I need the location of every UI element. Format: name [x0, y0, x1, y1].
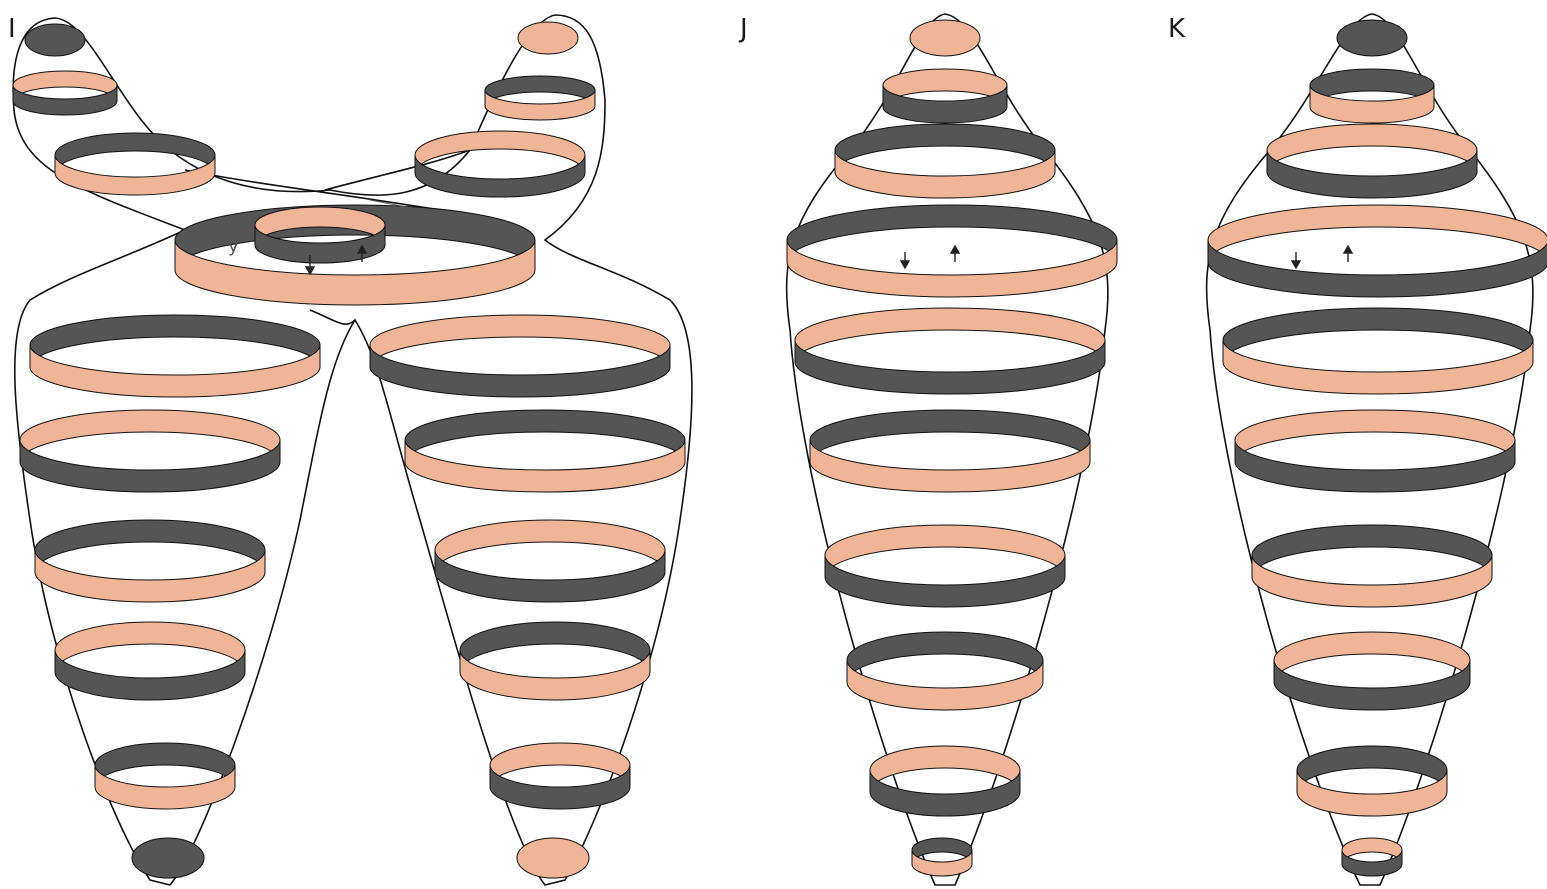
ribbon-band	[1208, 205, 1547, 297]
ribbon-band	[1310, 69, 1434, 123]
ribbon-band	[883, 69, 1007, 123]
ribbon-band	[847, 632, 1043, 710]
ribbon-band	[415, 131, 585, 197]
ribbon-band	[405, 410, 685, 492]
cap-disc	[517, 838, 589, 878]
panel-label-i: I	[8, 16, 16, 42]
ribbon-band	[1297, 746, 1447, 816]
cap-disc	[132, 838, 204, 878]
ribbon-band	[30, 315, 320, 397]
cap-disc	[25, 24, 85, 56]
crease-line	[310, 310, 355, 324]
ribbon-band	[35, 520, 265, 602]
ribbon-band	[1252, 525, 1492, 607]
ribbon-band	[1235, 410, 1515, 492]
panel-label-j: J	[740, 16, 748, 42]
ribbon-band	[1274, 632, 1470, 710]
ribbon-bands-layer	[13, 20, 1547, 878]
ribbon-band	[912, 838, 972, 876]
cap-disc	[1337, 20, 1407, 56]
ribbon-band	[95, 743, 235, 809]
ribbon-band	[835, 124, 1055, 198]
crease-line	[185, 170, 440, 210]
ribbon-band	[55, 622, 245, 700]
ribbon-band	[795, 308, 1105, 394]
ribbon-band	[20, 410, 280, 492]
ribbon-band	[13, 71, 117, 115]
ribbon-band	[1223, 308, 1533, 394]
cap-disc	[910, 20, 980, 56]
point-label-y: y	[228, 236, 239, 257]
ribbon-band	[370, 315, 670, 397]
ribbon-band	[485, 76, 595, 120]
ribbon-band	[435, 520, 665, 602]
ribbon-band	[810, 410, 1090, 492]
ribbon-band	[490, 743, 630, 809]
point-label-x: x	[436, 206, 447, 227]
ribbon-band	[1267, 124, 1477, 198]
panel-label-k: K	[1168, 16, 1185, 42]
ribbon-band	[460, 622, 650, 700]
ribbon-band	[825, 525, 1065, 607]
cap-disc	[518, 22, 578, 54]
ribbon-band	[1342, 838, 1402, 876]
ribbon-band	[870, 746, 1020, 816]
